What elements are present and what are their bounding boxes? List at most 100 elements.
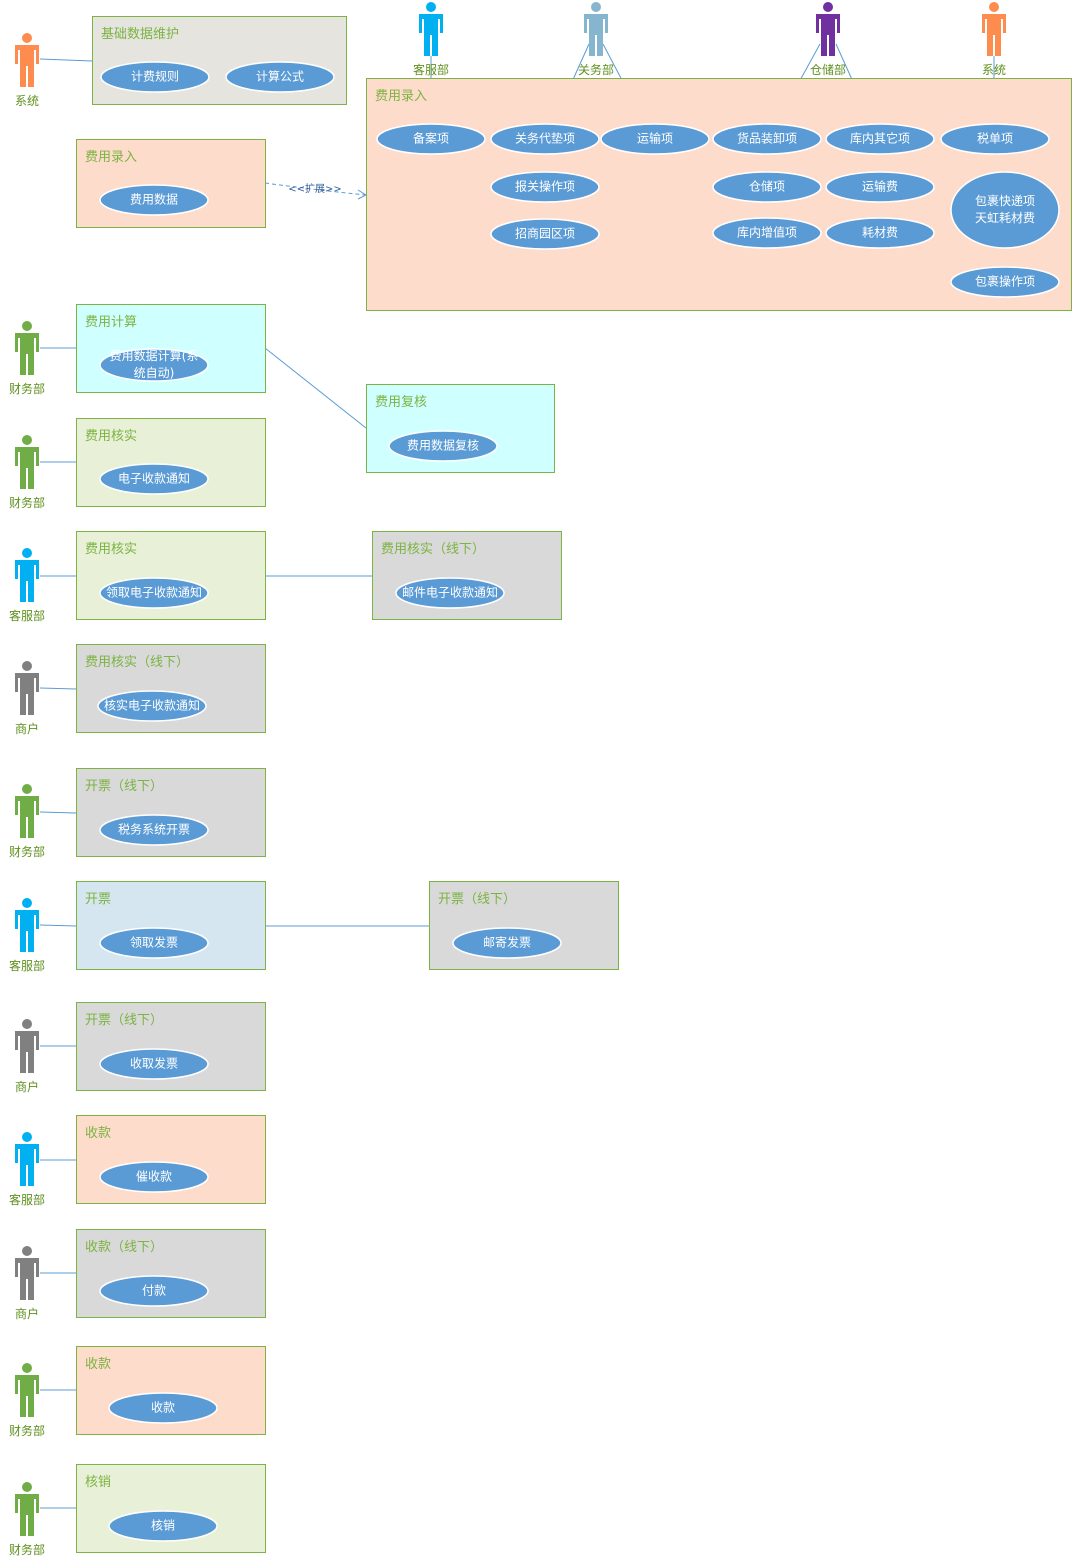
usecase-label: 库内增值项 (737, 225, 797, 240)
boundary-title: 费用录入 (375, 89, 427, 104)
usecase-label: 邮寄发票 (483, 935, 531, 950)
usecase-u25[interactable]: 领取发票 (99, 927, 209, 959)
usecase-label: 运输费 (862, 179, 898, 194)
usecase-ellipse[interactable] (940, 123, 1050, 155)
usecase-u26[interactable]: 邮寄发票 (452, 927, 562, 959)
usecase-ellipse[interactable] (490, 123, 600, 155)
usecase-label: 计费规则 (131, 69, 179, 84)
actor-body (15, 45, 39, 87)
usecase-ellipse[interactable] (950, 266, 1060, 298)
usecase-ellipse[interactable] (825, 171, 935, 203)
usecase-u17[interactable]: 包裹操作项 (950, 266, 1060, 298)
usecase-ellipse[interactable] (395, 577, 505, 609)
usecase-u27[interactable]: 收取发票 (99, 1048, 209, 1080)
actor-a16-icon: 财务部 (9, 1482, 45, 1557)
usecase-ellipse[interactable] (99, 463, 209, 495)
usecase-u3[interactable]: 费用数据 (99, 184, 209, 216)
usecase-u30[interactable]: 收款 (108, 1392, 218, 1424)
actor-a13-icon: 客服部 (9, 1132, 45, 1207)
usecase-u9[interactable]: 税单项 (940, 123, 1050, 155)
actor-head (22, 1482, 32, 1492)
usecase-u5[interactable]: 关务代垫项 (490, 123, 600, 155)
usecase-u19[interactable]: 费用数据复核 (388, 430, 498, 462)
actor-body (15, 1258, 39, 1300)
usecase-u1[interactable]: 计费规则 (100, 61, 210, 93)
usecase-u15[interactable]: 库内增值项 (712, 217, 822, 249)
usecase-label: 招商园区项 (515, 226, 575, 241)
actor-label: 财务部 (9, 495, 45, 510)
usecase-ellipse[interactable] (99, 927, 209, 959)
actor-label: 客服部 (9, 1192, 45, 1207)
usecase-u16[interactable]: 耗材费 (825, 217, 935, 249)
association-line (39, 687, 77, 690)
usecase-u28[interactable]: 催收款 (99, 1161, 209, 1193)
usecase-ellipse[interactable] (600, 123, 710, 155)
actor-a6-icon: 财务部 (9, 321, 45, 396)
usecase-ellipse[interactable] (99, 184, 209, 216)
actor-body (419, 14, 443, 56)
association-line (39, 924, 77, 927)
usecase-ellipse[interactable] (99, 1275, 209, 1307)
usecase-u22[interactable]: 邮件电子收款通知 (395, 577, 505, 609)
boundary-title: 费用计算 (85, 315, 137, 330)
usecase-ellipse[interactable] (388, 430, 498, 462)
usecase-label: 统自动) (134, 366, 175, 380)
usecase-label: 备案项 (413, 131, 449, 146)
actor-label: 商户 (15, 1079, 39, 1094)
usecase-ellipse[interactable] (490, 218, 600, 250)
usecase-u7[interactable]: 货品装卸项 (712, 123, 822, 155)
boundary-title: 开票（线下） (85, 779, 163, 794)
actor-head (22, 784, 32, 794)
usecase-ellipse[interactable] (825, 217, 935, 249)
usecase-ellipse[interactable] (100, 61, 210, 93)
actor-a15-icon: 财务部 (9, 1363, 45, 1438)
usecase-ellipse[interactable] (490, 171, 600, 203)
usecase-u23[interactable]: 核实电子收款通知 (97, 690, 207, 722)
usecase-u12[interactable]: 运输费 (825, 171, 935, 203)
usecase-u14[interactable]: 招商园区项 (490, 218, 600, 250)
usecase-ellipse[interactable] (99, 577, 209, 609)
actor-body (15, 673, 39, 715)
usecase-layer: 计费规则 计算公式费用数据 备案项 关务代垫项 运输项 货品装卸项库内其它项税单项报关操作… (97, 61, 1060, 1542)
usecase-u10[interactable]: 报关操作项 (490, 171, 600, 203)
association-line (264, 347, 367, 429)
usecase-ellipse[interactable] (108, 1392, 218, 1424)
actor-head (22, 661, 32, 671)
usecase-ellipse[interactable] (99, 348, 209, 382)
extend-relation: <<扩展>> (264, 182, 368, 200)
usecase-ellipse[interactable] (712, 217, 822, 249)
usecase-label: 仓储项 (749, 179, 785, 194)
usecase-ellipse[interactable] (712, 123, 822, 155)
usecase-u11[interactable]: 仓储项 (712, 171, 822, 203)
usecase-u31[interactable]: 核销 (108, 1510, 218, 1542)
usecase-u4[interactable]: 备案项 (376, 123, 486, 155)
usecase-ellipse[interactable] (99, 1161, 209, 1193)
usecase-u24[interactable]: 税务系统开票 (99, 814, 209, 846)
usecase-u20[interactable]: 电子收款通知 (99, 463, 209, 495)
actor-label: 系统 (982, 63, 1006, 77)
usecase-u8[interactable]: 库内其它项 (825, 123, 935, 155)
usecase-ellipse[interactable] (376, 123, 486, 155)
usecase-ellipse[interactable] (950, 171, 1060, 249)
usecase-ellipse[interactable] (825, 123, 935, 155)
actor-head (591, 2, 601, 12)
usecase-ellipse[interactable] (108, 1510, 218, 1542)
usecase-label: 运输项 (637, 131, 673, 146)
actor-label: 商户 (15, 1306, 39, 1321)
usecase-u6[interactable]: 运输项 (600, 123, 710, 155)
usecase-ellipse[interactable] (712, 171, 822, 203)
usecase-ellipse[interactable] (225, 61, 335, 93)
usecase-ellipse[interactable] (452, 927, 562, 959)
actor-label: 关务部 (578, 62, 614, 77)
usecase-u29[interactable]: 付款 (99, 1275, 209, 1307)
boundary-title: 收款 (85, 1126, 111, 1141)
usecase-ellipse[interactable] (99, 814, 209, 846)
usecase-ellipse[interactable] (99, 1048, 209, 1080)
usecase-ellipse[interactable] (97, 690, 207, 722)
actor-a11-icon: 客服部 (9, 898, 45, 973)
usecase-u2[interactable]: 计算公式 (225, 61, 335, 93)
usecase-u21[interactable]: 领取电子收款通知 (99, 577, 209, 609)
